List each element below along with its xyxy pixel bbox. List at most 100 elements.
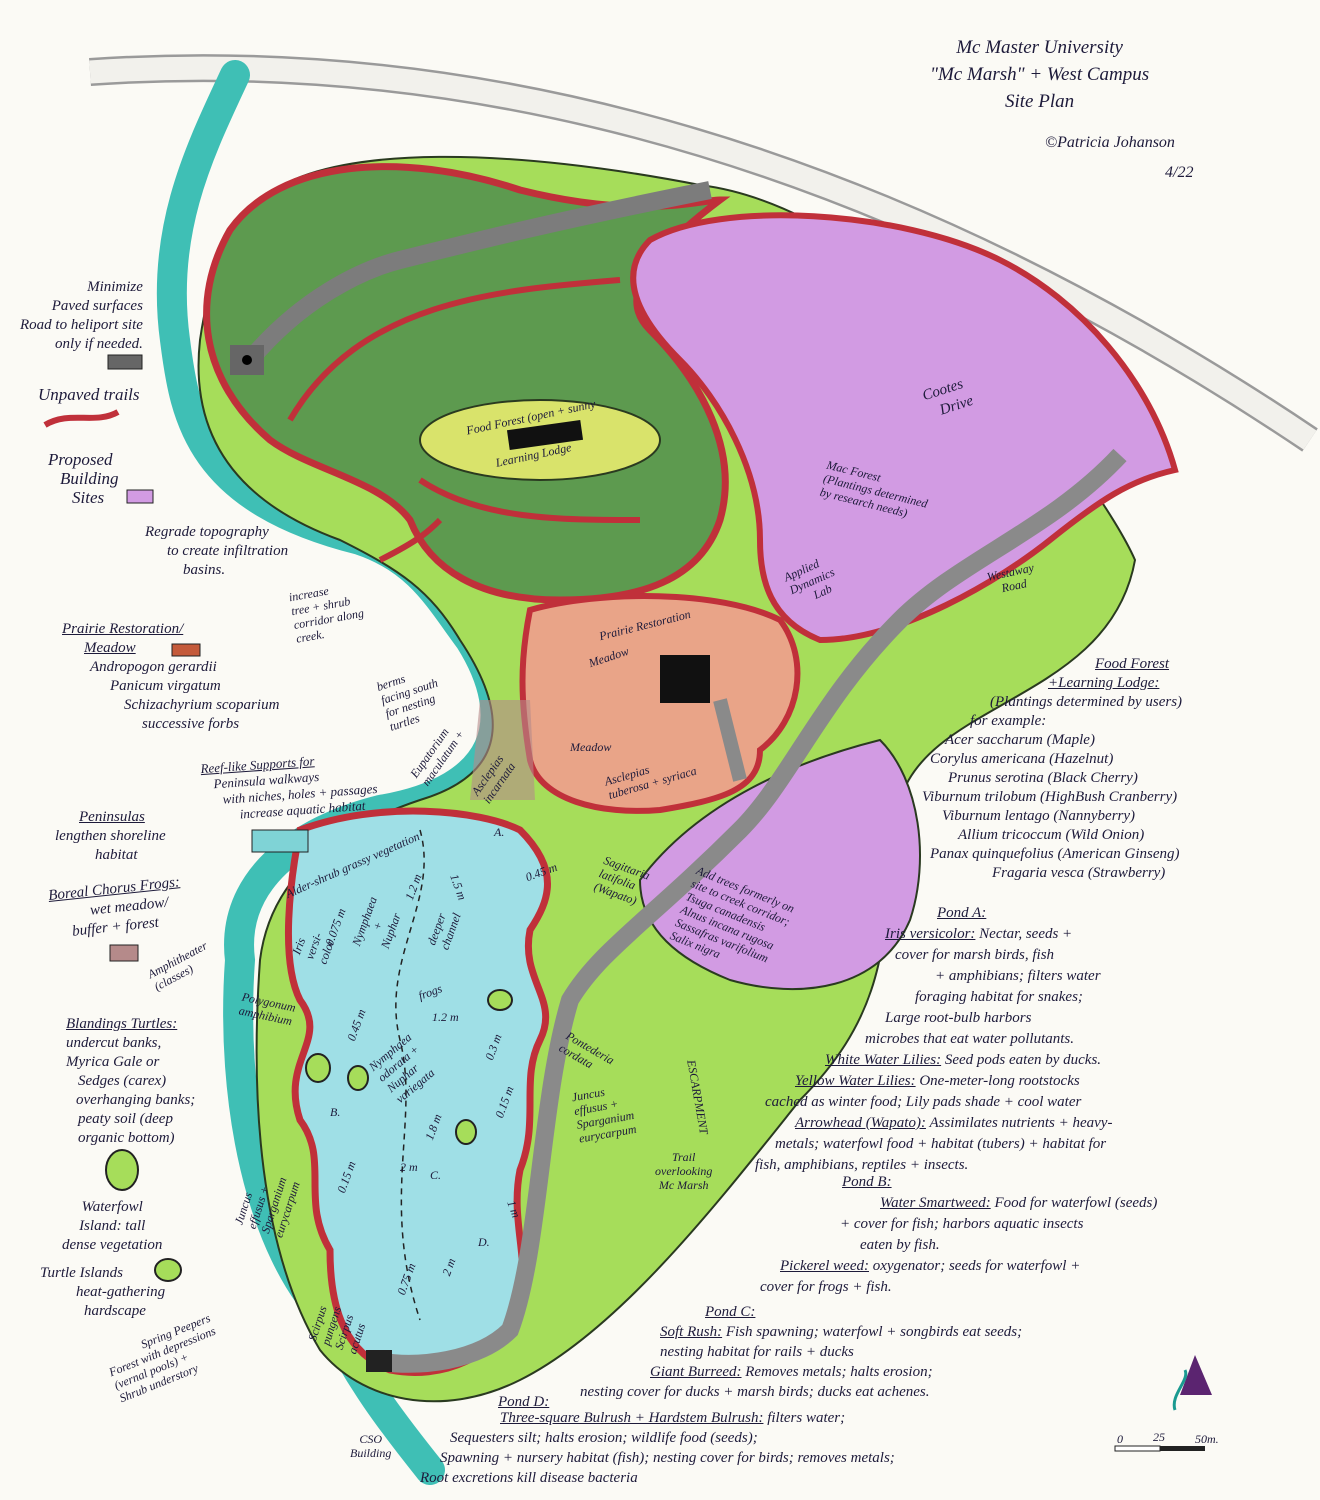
pond-c-title: Pond C: <box>705 1304 756 1320</box>
legend-paved-line: only if needed. <box>55 336 143 352</box>
legend-peninsula-swatch <box>251 829 309 853</box>
legend-buildings: Proposed Building Sites <box>48 450 119 507</box>
peninsulas-line: lengthen shoreline <box>55 828 166 844</box>
pond-d-note-line: Spawning + nursery habitat (fish); nesti… <box>440 1448 895 1468</box>
pond-b-title: Pond B: <box>842 1174 892 1190</box>
food-forest-species: Acer saccharum (Maple) <box>945 732 1095 748</box>
cso-building <box>366 1350 392 1372</box>
plant-description: Root excretions kill disease bacteria <box>420 1470 638 1486</box>
legend-paved-line: Paved surfaces <box>51 298 143 314</box>
pond-b-note-line: + cover for fish; harbors aquatic insect… <box>840 1214 1157 1235</box>
plant-description: + amphibians; filters water <box>935 968 1101 984</box>
juncus-right-label: Juncus effusus + Sparganium eurycarpum <box>571 1080 638 1146</box>
westaway-road <box>368 448 1127 1373</box>
plant-description: fish, amphibians, reptiles + insects. <box>755 1157 969 1173</box>
food-forest-notes: Food Forest +Learning Lodge: (Plantings … <box>922 655 1183 883</box>
peninsulas-title: Peninsulas <box>79 809 145 825</box>
pond-d-note-line: Three-square Bulrush + Hardstem Bulrush:… <box>500 1408 895 1428</box>
pond-label-b: B. <box>330 1105 341 1119</box>
turtles-line: undercut banks, <box>66 1035 162 1051</box>
pond-a-note-line: cover for marsh birds, fish <box>895 945 1112 966</box>
plant-name: Soft Rush: <box>660 1324 723 1340</box>
title-site-plan: Site Plan <box>1005 91 1075 112</box>
pond-a-title: Pond A: <box>937 905 987 921</box>
legend-prairie-sub: Meadow <box>84 640 136 656</box>
pond-a-note-line: foraging habitat for snakes; <box>915 987 1112 1008</box>
pond-c-note-line: nesting habitat for rails + ducks <box>660 1342 1022 1362</box>
food-forest-sub: (Plantings determined by users) <box>990 694 1183 710</box>
prairie-species: successive forbs <box>142 716 240 732</box>
plant-description: Food for waterfowl (seeds) <box>990 1195 1158 1211</box>
plant-description: Spawning + nursery habitat (fish); nesti… <box>440 1450 895 1466</box>
turtles-line: Sedges (carex) <box>78 1073 167 1089</box>
waterfowl-line: dense vegetation <box>62 1237 163 1253</box>
applied-dynamics-building <box>660 655 710 703</box>
title-project: "Mc Marsh" + West Campus <box>930 64 1150 85</box>
pond-a-notes: Pond A: Iris versicolor: Nectar, seeds +… <box>755 903 1112 1176</box>
turtle-islands-line: Turtle Islands <box>40 1265 123 1281</box>
plant-name: Giant Burreed: <box>650 1364 742 1380</box>
turtle-islands-line: hardscape <box>84 1303 146 1319</box>
overlook-line: Mc Marsh <box>658 1178 709 1192</box>
plant-description: One-meter-long rootstocks <box>915 1073 1080 1089</box>
pond-a-note-line: Large root-bulb harbors <box>885 1008 1112 1029</box>
pond-b-note-line: eaten by fish. <box>860 1235 1157 1256</box>
plant-description: Seed pods eaten by ducks. <box>941 1052 1102 1068</box>
plant-description: oxygenator; seeds for waterfowl + <box>868 1258 1081 1274</box>
pond-c-notes: Pond C: Soft Rush: Fish spawning; waterf… <box>560 1302 1022 1402</box>
legend-prairie-swatch <box>171 643 201 657</box>
food-forest-species: Fragaria vesca (Strawberry) <box>992 865 1166 881</box>
food-forest-species: Allium tricoccum (Wild Onion) <box>958 827 1145 843</box>
overlook-line: Trail <box>671 1150 696 1164</box>
legend-trails: Unpaved trails <box>38 385 140 404</box>
scale-end: 50m. <box>1195 1432 1219 1446</box>
legend-trail-swatch <box>43 409 120 428</box>
plant-description: Nectar, seeds + <box>975 926 1073 942</box>
plant-description: eaten by fish. <box>860 1237 940 1253</box>
plant-description: nesting habitat for rails + ducks <box>660 1344 854 1360</box>
north-arrow-icon <box>1172 1355 1212 1411</box>
reef-note: Reef-like Supports for Peninsula walkway… <box>200 749 379 825</box>
turtles-title: Blandings Turtles: <box>66 1016 178 1032</box>
regrade-line: Regrade topography <box>145 524 269 540</box>
waterfowl-line: Island: tall <box>79 1218 146 1234</box>
plant-name: Yellow Water Lilies: <box>795 1073 916 1089</box>
regrade-note: Regrade topography to create infiltratio… <box>145 523 288 580</box>
pond-a-note-line: microbes that eat water pollutants. <box>865 1029 1112 1050</box>
peninsulas-line: habitat <box>95 847 138 863</box>
turtles-line: Myrica Gale or <box>66 1054 160 1070</box>
food-forest-species: Corylus americana (Hazelnut) <box>930 751 1114 767</box>
pond-a-note-line: metals; waterfowl food + habitat (tubers… <box>775 1134 1112 1155</box>
plant-description: + cover for fish; harbors aquatic insect… <box>840 1216 1084 1232</box>
plant-description: Sequesters silt; halts erosion; wildlife… <box>450 1430 758 1446</box>
plant-name: Pickerel weed: <box>780 1258 869 1274</box>
plant-description: microbes that eat water pollutants. <box>865 1031 1075 1047</box>
trail-overlook-label: Trail overlooking Mc Marsh <box>655 1150 712 1192</box>
plant-name: White Water Lilies: <box>825 1052 942 1068</box>
legend-wet-meadow-swatch <box>109 944 139 962</box>
pond-a-note-line: Iris versicolor: Nectar, seeds + <box>885 924 1112 945</box>
food-forest-species: Prunus serotina (Black Cherry) <box>948 770 1138 786</box>
waterfowl-line: Waterfowl <box>81 1199 143 1215</box>
title-block: Mc Master University "Mc Marsh" + West C… <box>930 34 1149 115</box>
date: 4/22 <box>1165 164 1194 181</box>
pond-label-d: D. <box>478 1235 490 1249</box>
turtles-line: organic bottom) <box>78 1130 175 1146</box>
plant-description: Large root-bulb harbors <box>885 1010 1032 1026</box>
plant-name: Arrowhead (Wapato): <box>795 1115 926 1131</box>
scale-bar <box>1114 1445 1205 1452</box>
prairie-species: Schizachyrium scoparium <box>124 697 280 713</box>
unpaved-trail <box>287 277 641 563</box>
food-forest-species: Viburnum lentago (Nannyberry) <box>942 808 1136 824</box>
pond-d-note-line: Root excretions kill disease bacteria <box>420 1468 895 1488</box>
scale-zero: 0 <box>1117 1432 1123 1446</box>
mixed-forest <box>203 163 731 604</box>
copyright: ©Patricia Johanson <box>1045 134 1175 151</box>
regrade-line: basins. <box>183 562 226 578</box>
pond-a-note-line: Yellow Water Lilies: One-meter-long root… <box>795 1071 1112 1092</box>
cso-line: Building <box>350 1446 392 1460</box>
legend-peninsulas: Peninsulas lengthen shoreline habitat <box>55 808 166 865</box>
pond-label-c: C. <box>430 1168 442 1182</box>
islands <box>305 989 513 1145</box>
plant-description: filters water; <box>763 1410 846 1426</box>
